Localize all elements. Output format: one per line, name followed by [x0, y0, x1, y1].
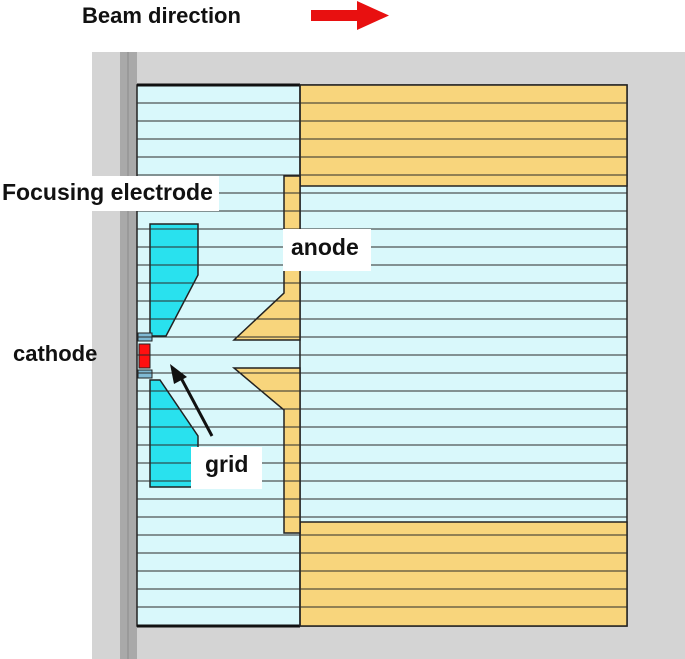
- anode-upper-electrode: [232, 175, 301, 341]
- anode-upper-block: [299, 84, 628, 187]
- mesh-lines: [137, 102, 627, 608]
- focusing-electrode-label: Focusing electrode: [0, 176, 219, 211]
- anode-lower-block: [299, 521, 628, 627]
- grid-lower: [137, 369, 153, 379]
- focusing-electrode-upper: [149, 223, 199, 337]
- beam-direction-label: Beam direction: [82, 3, 241, 28]
- grid-pointer-arrowhead: [170, 364, 187, 384]
- grid-pointer-arrow: [178, 375, 214, 437]
- grid-label: grid: [191, 447, 263, 489]
- cathode-label: cathode: [13, 341, 98, 366]
- beam-direction-arrow: [311, 1, 389, 30]
- cathode: [138, 343, 151, 369]
- anode-label: anode: [283, 229, 371, 271]
